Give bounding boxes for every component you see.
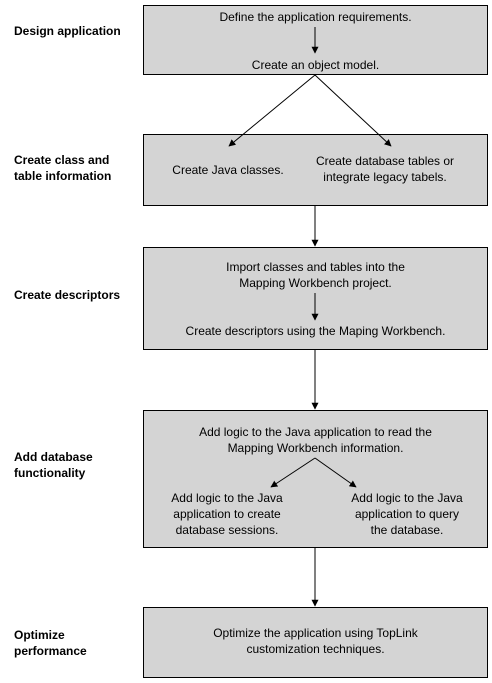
step-create-object-model: Create an object model. [251, 58, 380, 72]
step-create-descriptors: Create descriptors using the Maping Work… [185, 324, 446, 338]
stage-label-create-class-and-table-information: Create class and table information [14, 153, 112, 183]
box-optimize-performance [143, 607, 488, 678]
step-create-database-tables: Create database tables or integrate lega… [315, 154, 455, 184]
stage-label-optimize-performance: Optimize performance [14, 628, 87, 658]
step-add-logic-read: Add logic to the Java application to rea… [199, 425, 432, 455]
box-create-descriptors [143, 247, 488, 350]
step-optimize-application: Optimize the application using TopLink c… [213, 626, 418, 656]
box-design-application [143, 5, 488, 75]
stage-label-create-descriptors: Create descriptors [14, 288, 121, 302]
step-define-requirements: Define the application requirements. [219, 10, 412, 24]
step-import-classes-and-tables: Import classes and tables into the Mappi… [226, 260, 405, 290]
stage-label-design-application: Design application [14, 24, 121, 38]
stage-label-add-database-functionality: Add database functionality [14, 450, 93, 480]
step-create-java-classes: Create Java classes. [172, 163, 284, 177]
step-add-logic-query: Add logic to the Java application to que… [351, 491, 463, 537]
step-add-logic-sessions: Add logic to the Java application to cre… [171, 491, 283, 537]
